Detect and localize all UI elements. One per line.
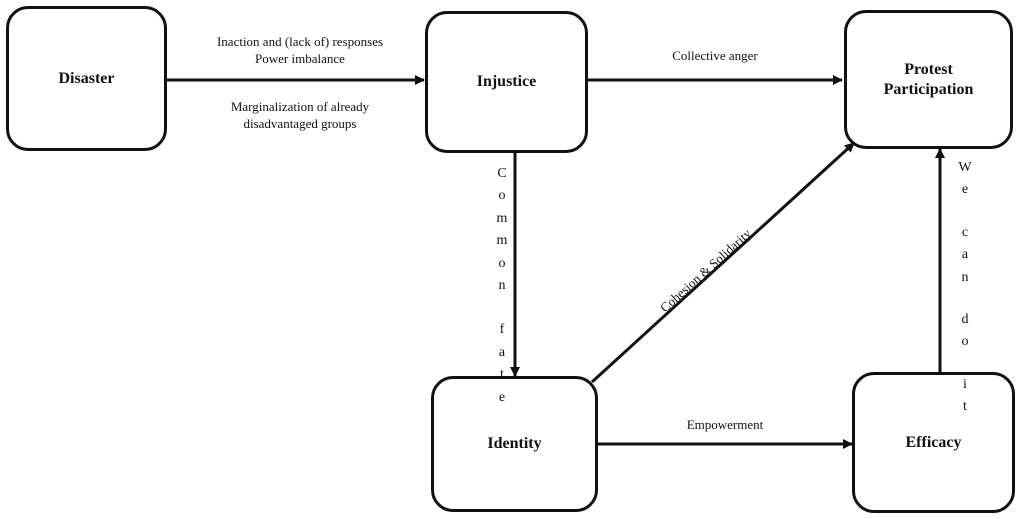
vertical-letter: e xyxy=(498,389,506,405)
vertical-letter: t xyxy=(963,399,967,415)
edge-label-line: Power imbalance xyxy=(255,50,345,66)
node-efficacy-label: Efficacy xyxy=(905,433,962,451)
arrow-identity-protest xyxy=(590,141,856,384)
edge-label-line: Marginalization of already xyxy=(230,99,370,114)
edge-label-disaster-injustice-top: Inaction and (lack of) responses Power i… xyxy=(180,34,420,68)
node-disaster: Disaster xyxy=(6,6,167,151)
vertical-letter xyxy=(495,297,509,319)
edge-label-line: Inaction and (lack of) responses xyxy=(216,34,384,49)
vertical-letter: W xyxy=(958,160,972,175)
node-protest-label-line1: Protest xyxy=(904,60,953,78)
vertical-letter: f xyxy=(499,322,505,338)
vertical-letter xyxy=(958,202,972,222)
node-efficacy: Efficacy xyxy=(852,372,1015,513)
edge-label-line: disadvantaged groups xyxy=(243,115,357,131)
node-injustice-label: Injustice xyxy=(476,73,537,90)
vertical-letter xyxy=(958,289,972,309)
node-identity: Identity xyxy=(431,376,598,512)
vertical-letter: n xyxy=(498,277,506,293)
vertical-letter: o xyxy=(961,334,969,350)
edge-label-identity-efficacy: Empowerment xyxy=(686,417,764,432)
node-injustice: Injustice xyxy=(425,11,588,153)
vertical-letter: o xyxy=(498,255,506,271)
node-protest-label-line2: Participation xyxy=(883,80,974,98)
vertical-letter: i xyxy=(963,376,967,392)
edge-label-disaster-injustice-bottom: Marginalization of already disadvantaged… xyxy=(180,99,420,133)
vertical-letter: a xyxy=(498,344,506,360)
vertical-letter: o xyxy=(498,188,506,204)
vertical-letter: C xyxy=(497,166,507,181)
vertical-letter: a xyxy=(961,247,969,263)
vertical-letter: c xyxy=(961,224,969,240)
vertical-letter xyxy=(958,354,972,374)
vertical-letter: t xyxy=(500,367,504,383)
vertical-letter: d xyxy=(961,311,969,327)
vertical-letter: m xyxy=(496,233,508,249)
node-identity-label: Identity xyxy=(487,435,542,452)
node-protest-participation: Protest Participation xyxy=(844,10,1013,149)
vertical-letter: n xyxy=(961,269,969,285)
vertical-letter: e xyxy=(961,182,969,198)
node-disaster-label: Disaster xyxy=(58,69,115,87)
vertical-letter: m xyxy=(496,210,508,226)
edge-label-injustice-protest: Collective anger xyxy=(672,48,758,63)
